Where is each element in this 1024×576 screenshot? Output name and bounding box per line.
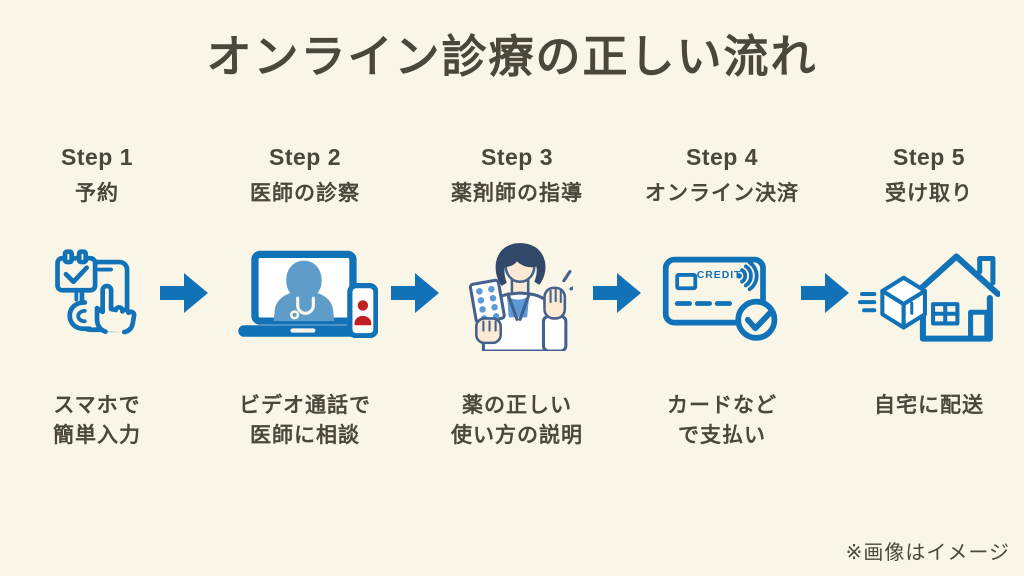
step-label: Step 1: [60, 144, 134, 170]
step-label: Step 5: [892, 144, 966, 170]
step-caption: カードなど で支払い: [667, 394, 777, 447]
patient-phone-icon: [347, 283, 378, 338]
sleeve-icon: [541, 314, 568, 351]
image-note: ※画像はイメージ: [845, 542, 1010, 564]
door-icon: [968, 309, 990, 342]
checkmark-circle-icon: [735, 298, 778, 341]
arrow-right-icon: [593, 273, 641, 313]
step-name: 受け取り: [885, 182, 973, 205]
contactless-icon: [736, 260, 759, 292]
step-label: Step 2: [268, 144, 342, 170]
emphasis-lines-icon: [562, 270, 573, 291]
card-chip-icon: [675, 273, 698, 291]
house-icon: [911, 253, 1000, 342]
step-caption: 自宅に配送: [874, 394, 984, 417]
step-label: Step 3: [480, 144, 554, 170]
step-head: Step 1 予約: [2, 144, 192, 207]
medicine-blister-pack-icon: [468, 278, 506, 324]
step-head: Step 2 医師の診察: [210, 144, 400, 207]
parcel-box-icon: [880, 275, 927, 330]
pharmacist-hair-icon: [495, 243, 546, 286]
calendar-booking-smartphone-icon: [2, 232, 192, 356]
arrow-right-icon: [160, 273, 208, 313]
step-caption: スマホで 簡単入力: [53, 394, 141, 447]
step-head: Step 4 オンライン決済: [627, 144, 817, 207]
doctor-silhouette-icon: [273, 260, 335, 322]
credit-card-label: CREDIT: [697, 270, 742, 281]
home-delivery-box-icon: [835, 232, 1023, 356]
pharmacist-with-medicine-icon: [422, 232, 612, 356]
step-head: Step 3 薬剤師の指導: [422, 144, 612, 207]
step-column-5: Step 5 受け取り: [835, 0, 1023, 576]
step-column-3: Step 3 薬剤師の指導: [422, 0, 612, 576]
step-caption: ビデオ通話で 医師に相談: [239, 394, 371, 447]
step-column-4: Step 4 オンライン決済 CREDIT カー: [627, 0, 817, 576]
step-caption: 薬の正しい 使い方の説明: [451, 394, 583, 447]
tapping-hand-icon: [94, 283, 137, 335]
calendar-check-icon: [55, 249, 98, 302]
stethoscope-icon: [289, 296, 315, 320]
laptop-video-call-doctor-icon: [210, 232, 400, 356]
arrow-right-icon: [391, 273, 439, 313]
speed-lines-icon: [858, 291, 877, 313]
step-head: Step 5 受け取り: [835, 144, 1023, 207]
arrow-right-icon: [801, 273, 849, 313]
window-icon: [931, 302, 960, 326]
step-label: Step 4: [685, 144, 759, 170]
step-name: 予約: [75, 182, 119, 205]
caller-icon: [357, 300, 369, 311]
step-column-2: Step 2 医師の診察: [210, 0, 400, 576]
step-name: 医師の診察: [250, 182, 360, 205]
step-name: オンライン決済: [645, 182, 799, 205]
step-column-1: Step 1 予約: [2, 0, 192, 576]
credit-card-icon: [662, 256, 766, 326]
credit-card-payment-icon: CREDIT: [627, 232, 817, 356]
page-title: オンライン診療の正しい流れ: [206, 31, 818, 82]
step-name: 薬剤師の指導: [451, 182, 583, 205]
